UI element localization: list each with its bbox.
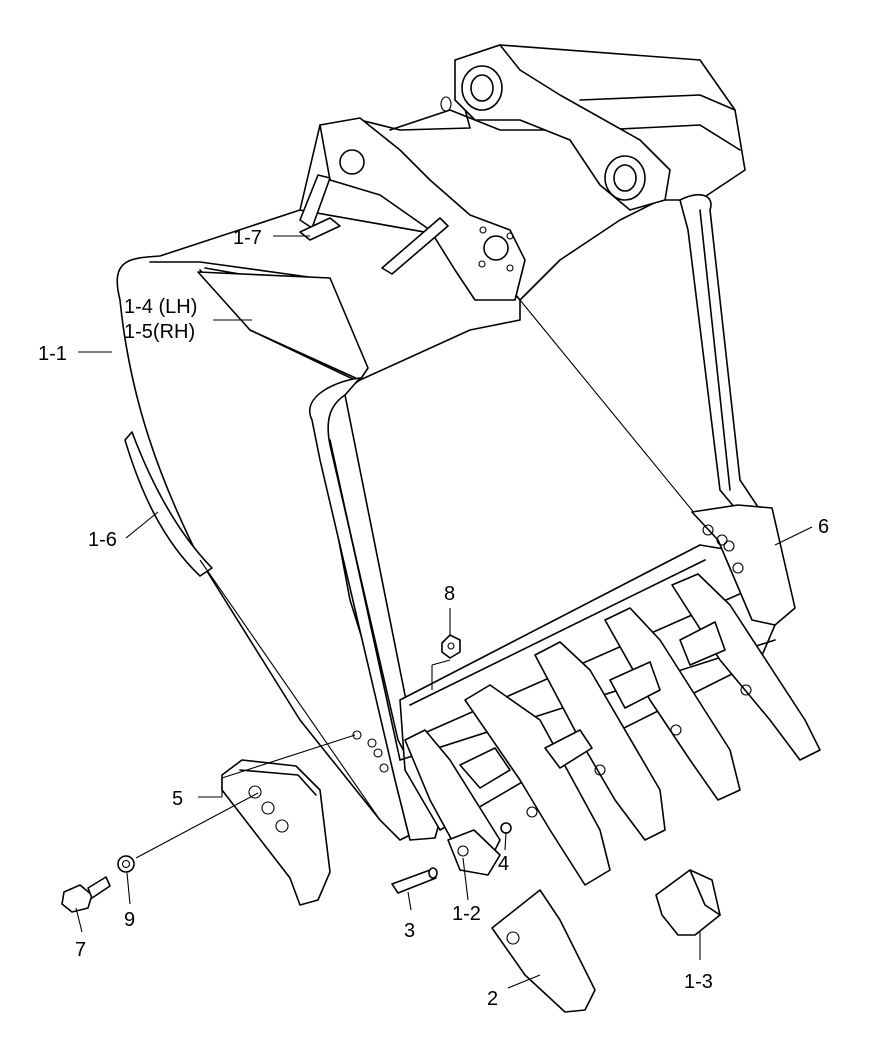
tooth-point (491, 889, 596, 1013)
label-1-1: 1-1 (38, 343, 67, 365)
label-1-4: 1-4 (LH) (124, 296, 197, 318)
part-labels: 1-1 1-4 (LH) 1-5(RH) 1-7 1-6 6 8 5 9 7 3… (38, 227, 829, 1010)
label-1-3: 1-3 (684, 971, 713, 993)
label-8: 8 (444, 583, 455, 605)
bucket-teeth-row (404, 573, 821, 886)
tooth-cap (655, 869, 721, 936)
label-6: 6 (818, 516, 829, 538)
side-cutter-left (221, 759, 331, 906)
lock-washer (500, 822, 512, 834)
label-2: 2 (487, 988, 498, 1010)
leader-lines (75, 235, 813, 989)
label-3: 3 (404, 920, 415, 942)
side-cutter-right (691, 504, 796, 626)
label-5: 5 (172, 788, 183, 810)
label-4: 4 (498, 853, 509, 875)
washer (117, 855, 135, 873)
label-1-6: 1-6 (88, 529, 117, 551)
pin (391, 867, 438, 894)
label-9: 9 (124, 909, 135, 931)
label-7: 7 (75, 939, 86, 961)
label-1-2: 1-2 (452, 903, 481, 925)
bolt (61, 876, 111, 913)
label-1-7: 1-7 (233, 227, 262, 249)
label-1-5: 1-5(RH) (124, 321, 195, 343)
adapter-piece (447, 829, 501, 876)
nut (441, 634, 461, 659)
